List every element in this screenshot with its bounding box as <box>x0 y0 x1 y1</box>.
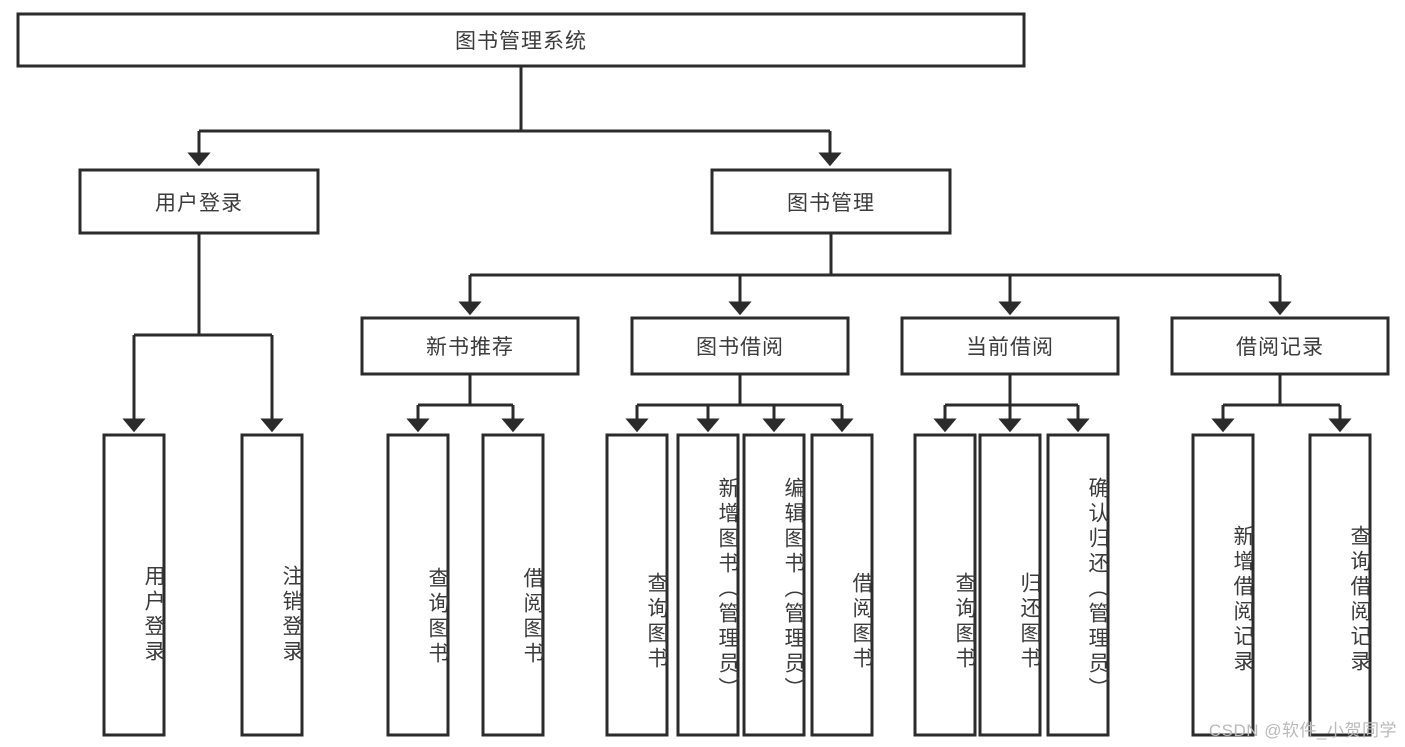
node-book-management-box[interactable] <box>710 168 952 235</box>
node-leaf-add-record[interactable] <box>1193 435 1253 735</box>
node-leaf-query-record-box[interactable] <box>1308 433 1372 737</box>
node-leaf-edit-book[interactable] <box>744 435 804 735</box>
node-leaf-add-record-box[interactable] <box>1191 433 1255 737</box>
node-leaf-confirm-return-box[interactable] <box>1046 433 1110 737</box>
node-leaf-add-book-box[interactable] <box>676 433 740 737</box>
node-leaf-user-login-box[interactable] <box>102 433 166 737</box>
node-root[interactable] <box>18 14 1024 66</box>
node-user-login[interactable] <box>80 170 318 233</box>
node-book-borrow[interactable] <box>632 318 848 374</box>
node-leaf-borrow-book-1-box[interactable] <box>481 433 545 737</box>
node-leaf-query-book-1-box[interactable] <box>386 433 450 737</box>
watermark-text: CSDN @软件_小贺同学 <box>1208 721 1397 740</box>
node-leaf-query-book-3[interactable] <box>915 435 975 735</box>
node-leaf-query-book-1[interactable] <box>388 435 448 735</box>
node-current-borrow[interactable] <box>902 318 1118 374</box>
node-root-box[interactable] <box>16 12 1026 68</box>
node-leaf-logout-login-box[interactable] <box>240 433 304 737</box>
node-leaf-query-book-2-box[interactable] <box>605 433 669 737</box>
node-leaf-query-book-2[interactable] <box>607 435 667 735</box>
node-leaf-logout-login[interactable] <box>242 435 302 735</box>
node-borrow-record[interactable] <box>1172 318 1388 374</box>
node-leaf-query-book-3-box[interactable] <box>913 433 977 737</box>
node-current-borrow-box[interactable] <box>900 316 1120 376</box>
node-leaf-confirm-return[interactable] <box>1048 435 1108 735</box>
node-leaf-borrow-book-2[interactable] <box>812 435 872 735</box>
node-leaf-user-login[interactable] <box>104 435 164 735</box>
node-leaf-edit-book-box[interactable] <box>742 433 806 737</box>
node-new-book-recommend[interactable] <box>362 318 578 374</box>
node-new-book-recommend-box[interactable] <box>360 316 580 376</box>
node-leaf-return-book[interactable] <box>980 435 1040 735</box>
node-borrow-record-box[interactable] <box>1170 316 1390 376</box>
node-leaf-add-book[interactable] <box>678 435 738 735</box>
node-book-borrow-box[interactable] <box>630 316 850 376</box>
node-leaf-borrow-book-2-box[interactable] <box>810 433 874 737</box>
node-leaf-query-record[interactable] <box>1310 435 1370 735</box>
node-book-management[interactable] <box>712 170 950 233</box>
node-leaf-borrow-book-1[interactable] <box>483 435 543 735</box>
node-leaf-return-book-box[interactable] <box>978 433 1042 737</box>
